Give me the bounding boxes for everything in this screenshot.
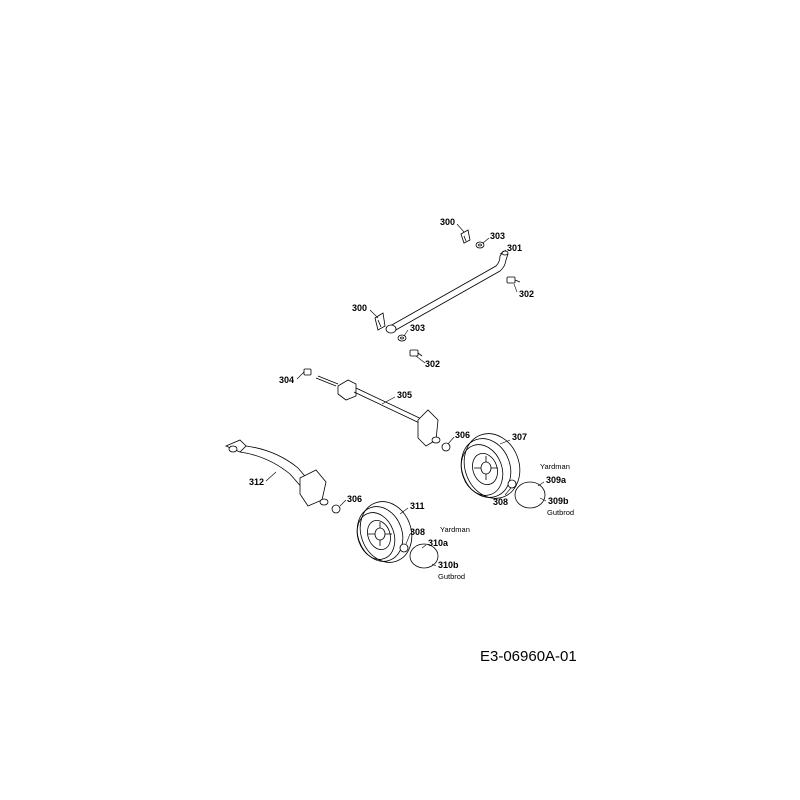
- bolt-lower: [409, 349, 423, 357]
- label-304: 304: [279, 375, 294, 385]
- label-302-upper: 302: [519, 289, 534, 299]
- washer-upper: [475, 241, 485, 249]
- label-308-rear: 308: [493, 497, 508, 507]
- rear-wheel: [460, 433, 521, 499]
- label-300-lower: 300: [352, 303, 367, 313]
- front-axle: [224, 439, 329, 507]
- wheel-nut-rear: [507, 479, 517, 489]
- label-311: 311: [410, 501, 425, 511]
- label-310a: 310a: [428, 538, 449, 548]
- brand-gutbrod-front: Gutbrod: [438, 572, 465, 581]
- washer-lower: [397, 334, 407, 342]
- label-305: 305: [397, 390, 412, 400]
- brand-gutbrod-rear: Gutbrod: [547, 508, 574, 517]
- label-306-front: 306: [347, 494, 362, 504]
- rod-bracket-upper: [460, 229, 471, 244]
- spring-pin: [303, 368, 312, 376]
- wheel-nut-front: [399, 543, 409, 553]
- hubcap-front: [409, 543, 439, 569]
- rear-axle: [315, 375, 441, 447]
- label-312: 312: [249, 477, 264, 487]
- brand-yardman-front: Yardman: [440, 525, 470, 534]
- leader-lines: [265, 223, 547, 567]
- rod-bracket-lower: [374, 312, 386, 331]
- label-307: 307: [512, 432, 527, 442]
- label-300-upper: 300: [440, 217, 455, 227]
- axle-nut-front: [331, 504, 341, 514]
- brand-yardman-rear: Yardman: [540, 462, 570, 471]
- label-303-upper: 303: [490, 231, 505, 241]
- label-308-front: 308: [410, 527, 425, 537]
- label-309a: 309a: [546, 475, 567, 485]
- label-303-lower: 303: [410, 323, 425, 333]
- hubcap-rear: [514, 481, 546, 509]
- label-301: 301: [507, 243, 522, 253]
- bolt-upper: [506, 276, 521, 284]
- label-302-lower: 302: [425, 359, 440, 369]
- axle-nut-rear: [441, 442, 451, 452]
- label-306-rear: 306: [455, 430, 470, 440]
- drawing-code: E3-06960A-01: [480, 648, 577, 665]
- front-wheel: [356, 501, 413, 563]
- label-309b: 309b: [548, 496, 569, 506]
- height-adjust-rod: [385, 250, 509, 334]
- label-310b: 310b: [438, 560, 459, 570]
